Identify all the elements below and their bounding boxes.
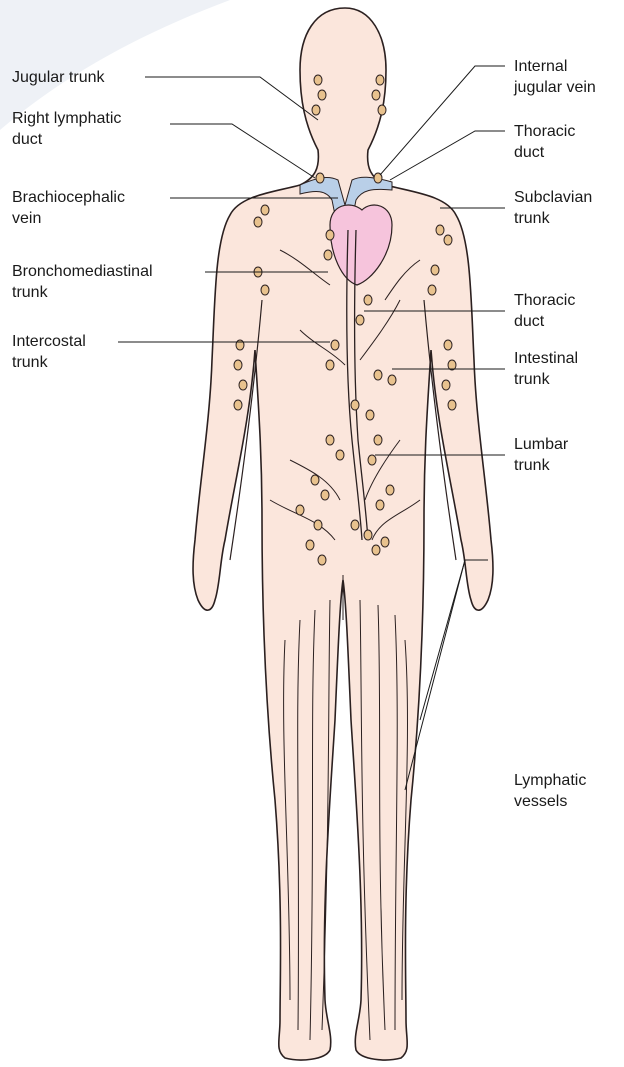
label-lymphatic-vessels: Lymphatic vessels bbox=[514, 770, 586, 812]
label-thoracic-duct-top-line2: duct bbox=[514, 142, 575, 163]
label-right-lymphatic-duct-line1: Right lymphatic bbox=[12, 108, 121, 129]
label-jugular-trunk: Jugular trunk bbox=[12, 67, 105, 88]
label-brachiocephalic-vein-line2: vein bbox=[12, 208, 125, 229]
label-bronchomediastinal-trunk: Bronchomediastinal trunk bbox=[12, 261, 153, 303]
label-brachiocephalic-vein: Brachiocephalic vein bbox=[12, 187, 125, 229]
label-intercostal-trunk-line2: trunk bbox=[12, 352, 86, 373]
label-lumbar-trunk: Lumbar trunk bbox=[514, 434, 568, 476]
label-bronchomediastinal-trunk-line1: Bronchomediastinal bbox=[12, 261, 153, 282]
label-intercostal-trunk: Intercostal trunk bbox=[12, 331, 86, 373]
label-right-lymphatic-duct: Right lymphatic duct bbox=[12, 108, 121, 150]
label-subclavian-trunk-line2: trunk bbox=[514, 208, 592, 229]
label-internal-jugular-vein: Internal jugular vein bbox=[514, 56, 596, 98]
label-thoracic-duct-mid-line2: duct bbox=[514, 311, 575, 332]
label-lymphatic-vessels-line1: Lymphatic bbox=[514, 770, 586, 791]
label-brachiocephalic-vein-line1: Brachiocephalic bbox=[12, 187, 125, 208]
label-intercostal-trunk-line1: Intercostal bbox=[12, 331, 86, 352]
label-thoracic-duct-mid-line1: Thoracic bbox=[514, 290, 575, 311]
label-lumbar-trunk-line1: Lumbar bbox=[514, 434, 568, 455]
label-subclavian-trunk-line1: Subclavian bbox=[514, 187, 592, 208]
label-jugular-trunk-line1: Jugular trunk bbox=[12, 67, 105, 88]
label-intestinal-trunk-line1: Intestinal bbox=[514, 348, 578, 369]
label-subclavian-trunk: Subclavian trunk bbox=[514, 187, 592, 229]
label-thoracic-duct-mid: Thoracic duct bbox=[514, 290, 575, 332]
label-right-lymphatic-duct-line2: duct bbox=[12, 129, 121, 150]
label-lymphatic-vessels-line2: vessels bbox=[514, 791, 586, 812]
label-intestinal-trunk: Intestinal trunk bbox=[514, 348, 578, 390]
body-silhouette bbox=[193, 8, 493, 1060]
label-internal-jugular-vein-line1: Internal bbox=[514, 56, 596, 77]
label-lumbar-trunk-line2: trunk bbox=[514, 455, 568, 476]
label-thoracic-duct-top-line1: Thoracic bbox=[514, 121, 575, 142]
label-bronchomediastinal-trunk-line2: trunk bbox=[12, 282, 153, 303]
label-internal-jugular-vein-line2: jugular vein bbox=[514, 77, 596, 98]
label-intestinal-trunk-line2: trunk bbox=[514, 369, 578, 390]
label-thoracic-duct-top: Thoracic duct bbox=[514, 121, 575, 163]
